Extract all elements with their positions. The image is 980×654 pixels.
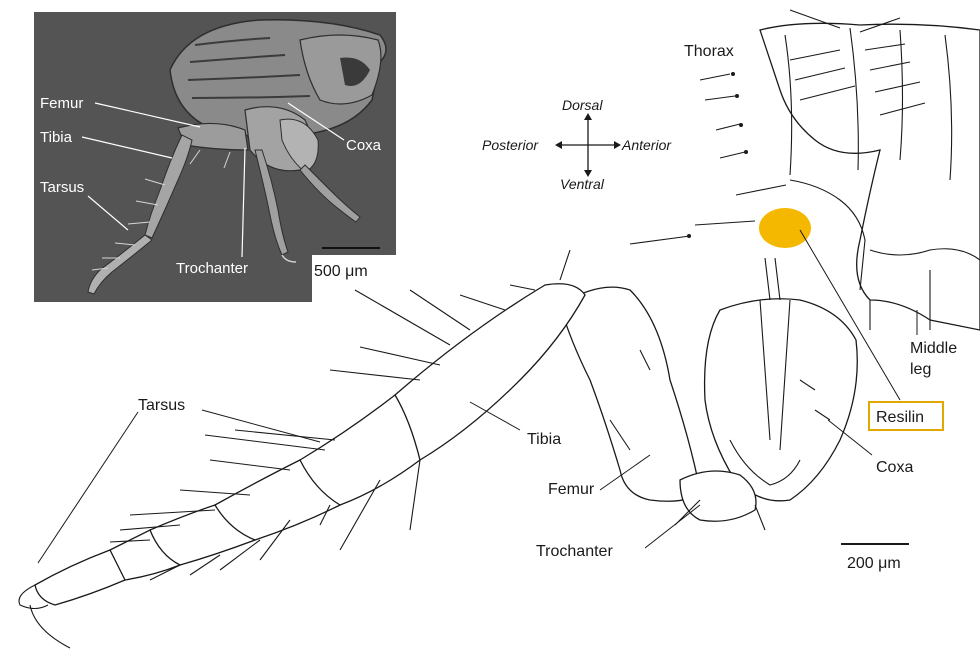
label-coxa: Coxa [876, 459, 913, 476]
leader-line [81, 136, 173, 159]
drawing-scale-label: 200 μm [847, 555, 901, 572]
sem-micrograph: 500 μm Femur Tibia Tarsus Coxa Trochante… [34, 12, 396, 302]
leader-line [599, 454, 651, 491]
compass-ventral: Ventral [560, 176, 605, 192]
leader-line [87, 195, 129, 231]
label-middle-leg-line2: leg [910, 361, 931, 378]
micrograph-label-femur: Femur [40, 95, 83, 112]
orientation-compass: Dorsal Ventral Posterior Anterior [482, 97, 672, 192]
tarsus-segment [34, 549, 126, 606]
leader-line [799, 229, 901, 401]
thorax-drawing [629, 9, 980, 331]
compass-anterior: Anterior [621, 137, 672, 153]
micrograph-scale-panel [312, 255, 396, 302]
leader-line [644, 504, 701, 549]
leader-line [469, 401, 521, 431]
micrograph-label-tibia: Tibia [40, 129, 73, 146]
micrograph-label-coxa: Coxa [346, 137, 382, 154]
flea-body-image [87, 19, 387, 295]
leader-line [94, 102, 201, 128]
micrograph-scale-label: 500 μm [314, 263, 368, 280]
label-thorax: Thorax [684, 43, 734, 60]
label-tibia: Tibia [527, 431, 561, 448]
label-tarsus: Tarsus [138, 397, 185, 414]
leader-line [37, 411, 139, 564]
label-middle-leg-line1: Middle [910, 340, 957, 357]
label-femur: Femur [548, 481, 595, 498]
trochanter-drawing [679, 470, 757, 522]
leader-line [287, 102, 345, 141]
claw-drawing [18, 584, 71, 649]
micrograph-label-tarsus: Tarsus [40, 179, 84, 196]
label-trochanter: Trochanter [536, 543, 613, 560]
label-resilin: Resilin [876, 409, 924, 426]
leader-line [241, 147, 246, 258]
resilin-label-box [868, 401, 944, 431]
leader-line [827, 419, 873, 456]
resilin-patch [759, 208, 811, 248]
compass-dorsal: Dorsal [562, 97, 603, 113]
hind-leg-drawing [18, 249, 858, 649]
leader-line [201, 409, 321, 443]
micrograph-label-trochanter: Trochanter [176, 260, 248, 277]
compass-posterior: Posterior [482, 137, 539, 153]
coxa-drawing [703, 298, 858, 502]
